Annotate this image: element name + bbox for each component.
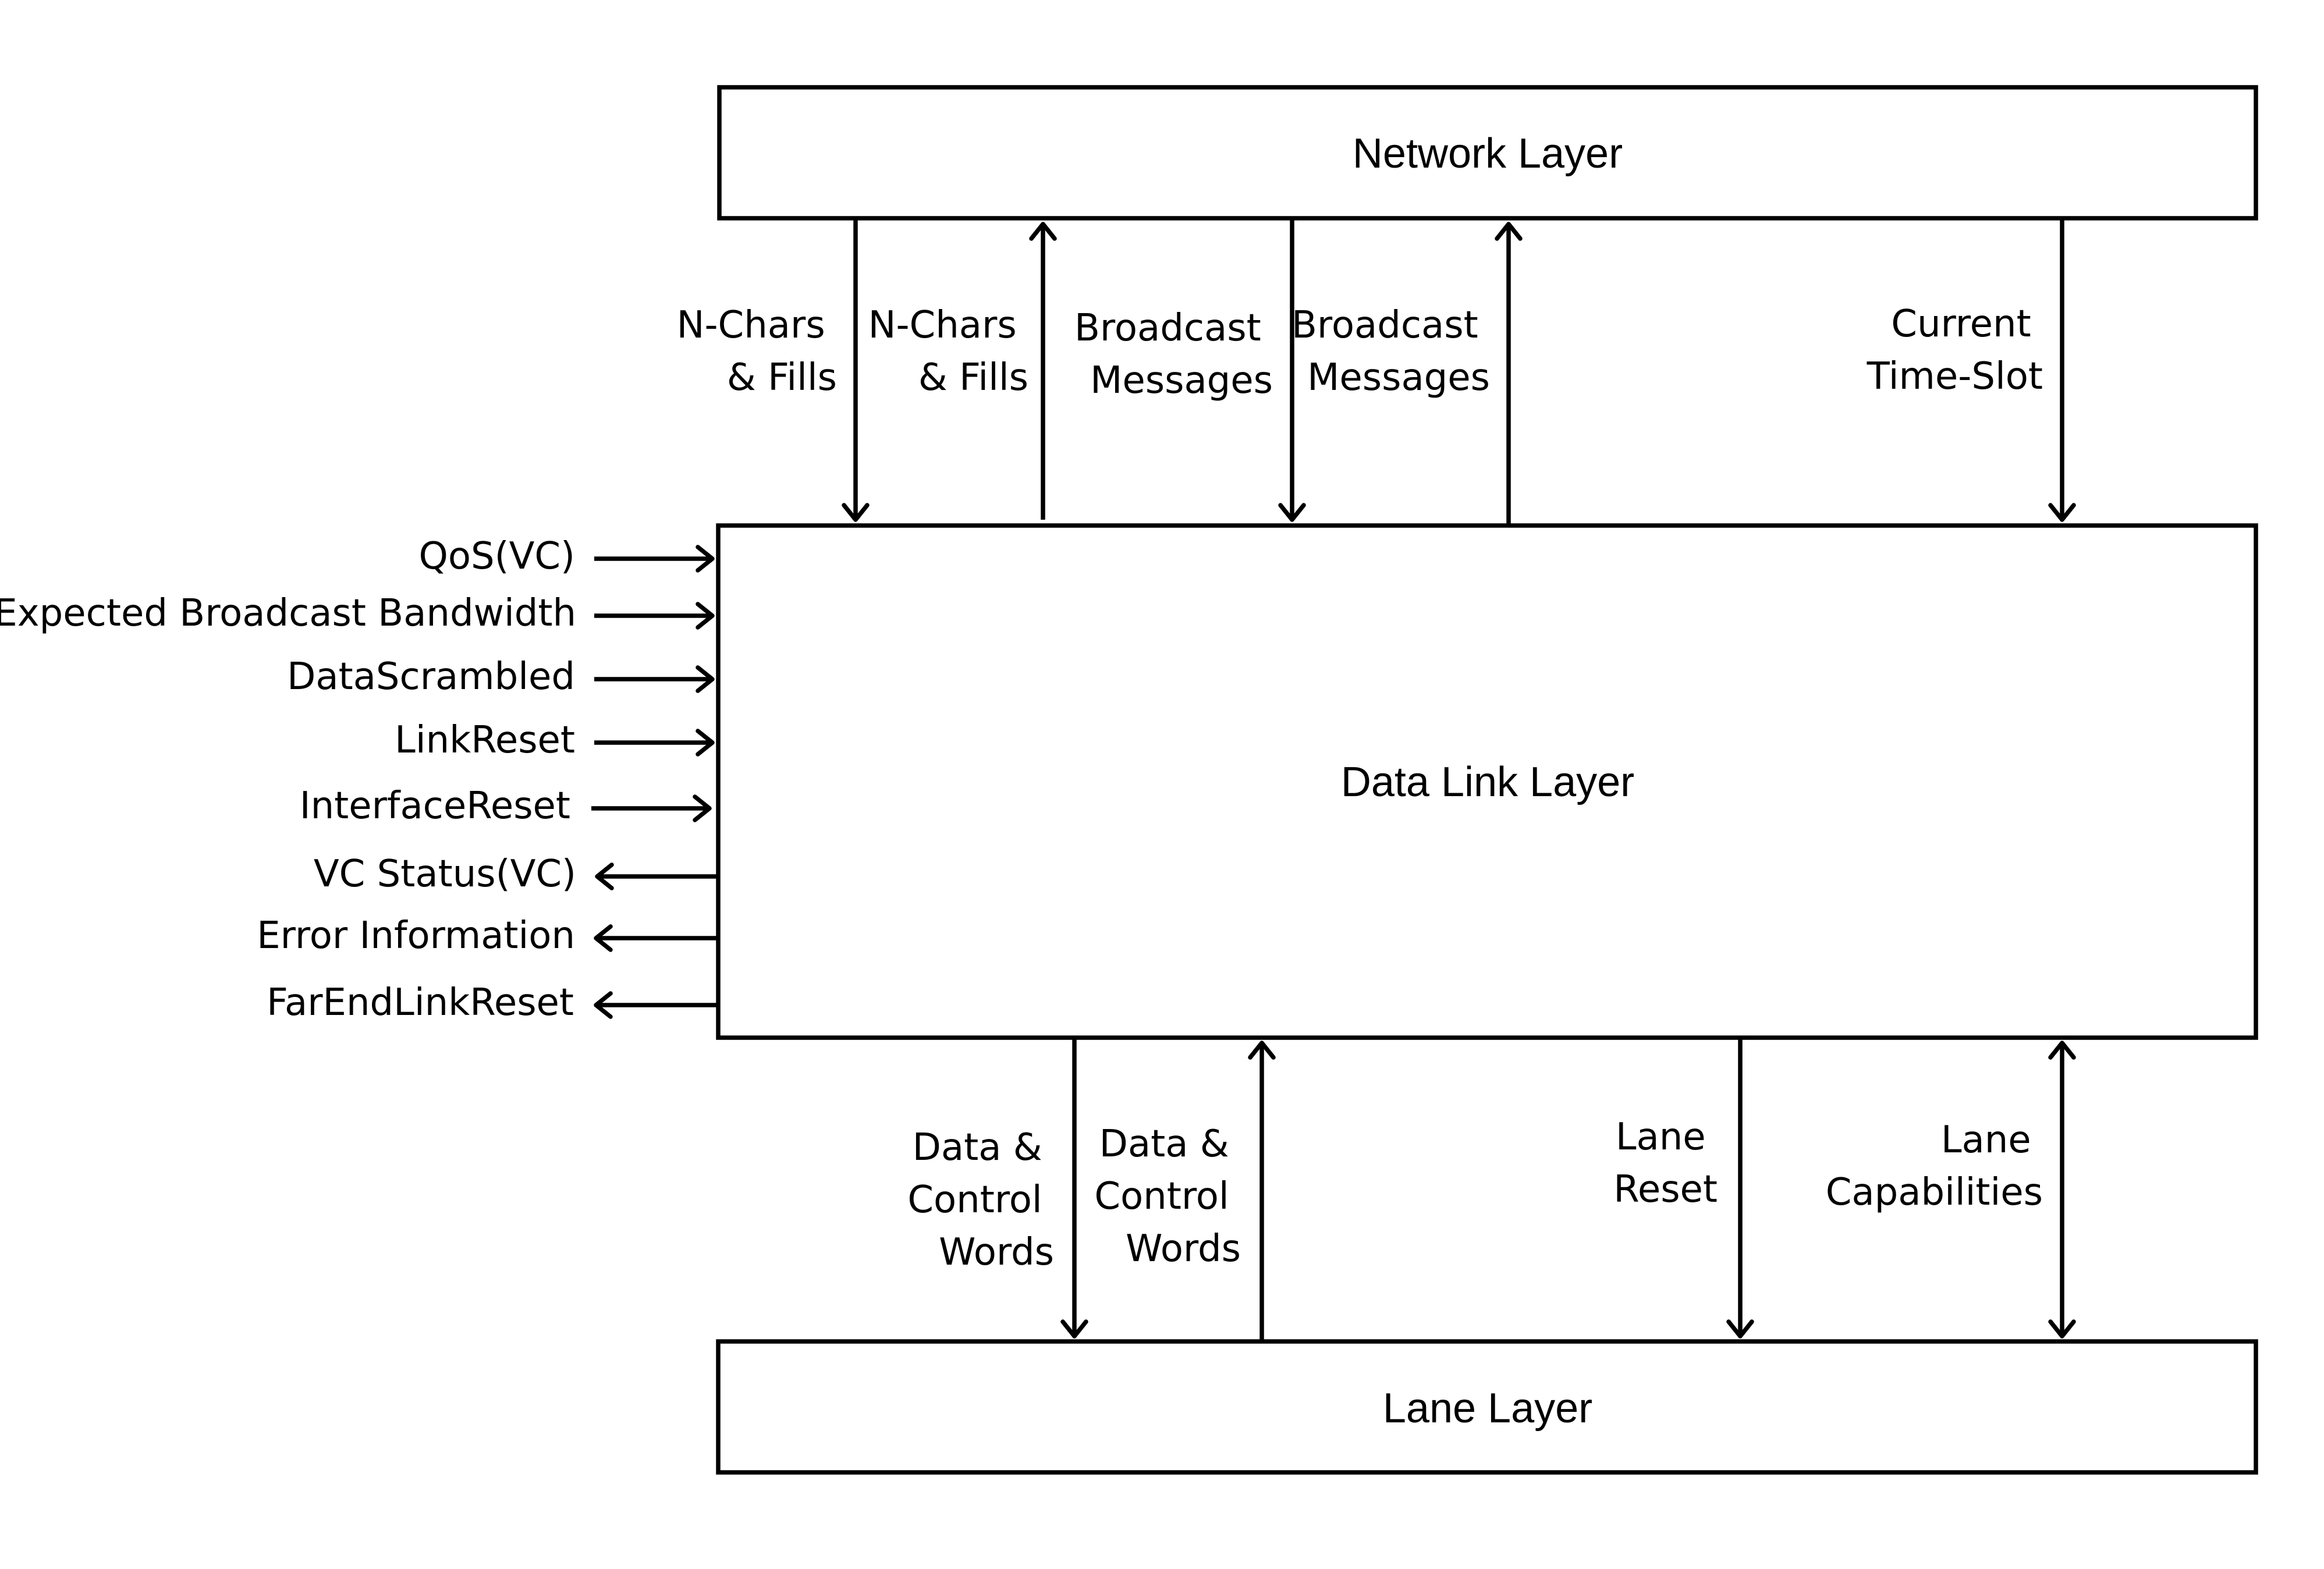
side-input-arrow-interface-reset bbox=[591, 794, 712, 822]
data-down-arrow bbox=[1060, 1038, 1088, 1339]
lane-reset-down-label: Lane Reset bbox=[1613, 1116, 1718, 1211]
side-input-arrow-data-scrambled bbox=[594, 665, 715, 693]
broadcast-down-label-line2: Messages bbox=[1090, 359, 1273, 402]
data-up-label-line1: Data & bbox=[1099, 1123, 1229, 1166]
nchars-up-label-line2: & Fills bbox=[918, 356, 1028, 399]
nchars-up-arrow bbox=[1029, 222, 1057, 520]
nchars-down-label-line2: & Fills bbox=[727, 356, 837, 399]
side-output-label-vc-status: VC Status(VC) bbox=[314, 853, 576, 896]
time-slot-down-label-line1: Current bbox=[1891, 303, 2031, 346]
side-input-label-expected-broadcast-bandwidth: Expected Broadcast Bandwidth bbox=[0, 592, 576, 635]
side-input-arrow-qos bbox=[594, 545, 715, 573]
data-down-label-line1: Data & bbox=[913, 1126, 1042, 1169]
lane-reset-down-label-line2: Reset bbox=[1613, 1168, 1718, 1211]
broadcast-up-arrow bbox=[1495, 222, 1523, 526]
data-up-label: Data & Control Words bbox=[1094, 1123, 1241, 1270]
broadcast-down-arrow bbox=[1278, 218, 1306, 522]
side-input-arrow-link-reset bbox=[594, 729, 715, 757]
lane-reset-down-arrow bbox=[1726, 1038, 1754, 1339]
lane-reset-down-label-line1: Lane bbox=[1616, 1116, 1706, 1159]
broadcast-down-label-line1: Broadcast bbox=[1074, 307, 1261, 350]
broadcast-up-label: Broadcast Messages bbox=[1291, 304, 1490, 399]
time-slot-down-arrow bbox=[2048, 218, 2076, 522]
side-output-label-far-end-link-reset: FarEndLinkReset bbox=[267, 981, 574, 1024]
data-down-label-line2: Control bbox=[907, 1178, 1042, 1222]
side-output-arrow-vc-status bbox=[595, 862, 718, 890]
nchars-down-label-line1: N-Chars bbox=[677, 304, 825, 347]
side-input-label-link-reset: LinkReset bbox=[395, 719, 575, 762]
data-link-layer-box bbox=[716, 523, 2258, 1040]
side-input-label-data-scrambled: DataScrambled bbox=[287, 655, 575, 698]
nchars-up-label-line1: N-Chars bbox=[868, 304, 1017, 347]
network-layer-title: Network Layer bbox=[1353, 130, 1623, 177]
broadcast-up-label-line1: Broadcast bbox=[1291, 304, 1478, 347]
lane-capabilities-bidir-arrow bbox=[2048, 1041, 2076, 1339]
time-slot-down-label-line2: Time-Slot bbox=[1867, 355, 2043, 398]
nchars-down-label: N-Chars & Fills bbox=[677, 304, 837, 399]
side-input-label-qos: QoS(VC) bbox=[418, 535, 575, 578]
nchars-down-arrow bbox=[842, 218, 870, 522]
lane-layer-title: Lane Layer bbox=[1383, 1385, 1592, 1432]
lane-layer-box bbox=[716, 1339, 2258, 1475]
side-output-label-error-information: Error Information bbox=[257, 914, 575, 957]
data-up-arrow bbox=[1248, 1041, 1276, 1341]
lane-capabilities-label-line2: Capabilities bbox=[1826, 1171, 2043, 1214]
data-up-label-line3: Words bbox=[1126, 1227, 1241, 1270]
data-link-layer-title: Data Link Layer bbox=[1341, 759, 1634, 805]
side-input-arrow-expected-broadcast-bandwidth bbox=[594, 602, 715, 630]
side-input-label-interface-reset: InterfaceReset bbox=[300, 784, 570, 828]
side-output-arrow-far-end-link-reset bbox=[594, 991, 718, 1019]
data-down-label-line3: Words bbox=[939, 1231, 1054, 1274]
side-output-arrow-error-information bbox=[594, 924, 718, 952]
broadcast-up-label-line2: Messages bbox=[1307, 356, 1490, 399]
data-up-label-line2: Control bbox=[1094, 1175, 1229, 1218]
broadcast-down-label: Broadcast Messages bbox=[1074, 307, 1273, 402]
time-slot-down-label: Current Time-Slot bbox=[1867, 303, 2043, 398]
lane-capabilities-label-line1: Lane bbox=[1941, 1119, 2031, 1162]
data-down-label: Data & Control Words bbox=[907, 1126, 1054, 1274]
lane-capabilities-label: Lane Capabilities bbox=[1826, 1119, 2043, 1214]
nchars-up-label: N-Chars & Fills bbox=[868, 304, 1028, 399]
network-layer-box bbox=[717, 85, 2258, 221]
